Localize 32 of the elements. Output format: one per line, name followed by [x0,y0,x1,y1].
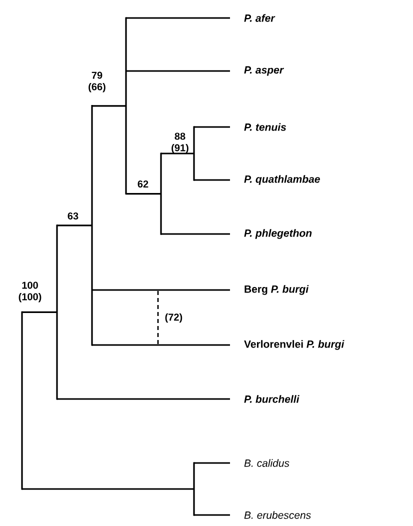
tree-branch [57,398,230,400]
support-value: 79 (66) [88,72,106,92]
taxon-label: P. asper [244,66,284,76]
tree-branch [126,193,161,195]
taxon-label: P. burchelli [244,395,300,403]
taxon-label: Verlorenvlei P. burgi [244,340,344,350]
taxon-label: P. tenuis [244,123,286,131]
support-value: 63 [68,212,78,220]
tree-branch [92,105,126,107]
tree-branch [194,126,230,128]
tree-branch [126,70,230,72]
taxon-label: P. afer [244,14,276,22]
tree-branch [161,233,230,235]
tree-branch [92,344,230,346]
support-value: 62 [138,180,148,188]
taxon-label: Berg P. burgi [244,285,309,295]
taxon-label: B. erubescens [244,511,311,519]
taxon-label: P. phlegethon [244,229,312,239]
tree-branch [194,514,230,516]
tree-branch [194,179,230,181]
taxon-label: P. quathlambae [244,175,320,185]
support-value: 88 (91) [172,132,188,154]
tree-branch [194,462,230,464]
tree-branch [126,17,230,19]
support-value: 100 (100) [18,282,42,302]
tree-branch [57,224,92,226]
tree-branch [22,488,194,490]
taxon-label: B. calidus [244,459,290,467]
tree-branch [92,289,230,291]
support-value: (72) [165,313,182,323]
tree-branch [22,311,57,313]
tree-branch [161,152,194,154]
